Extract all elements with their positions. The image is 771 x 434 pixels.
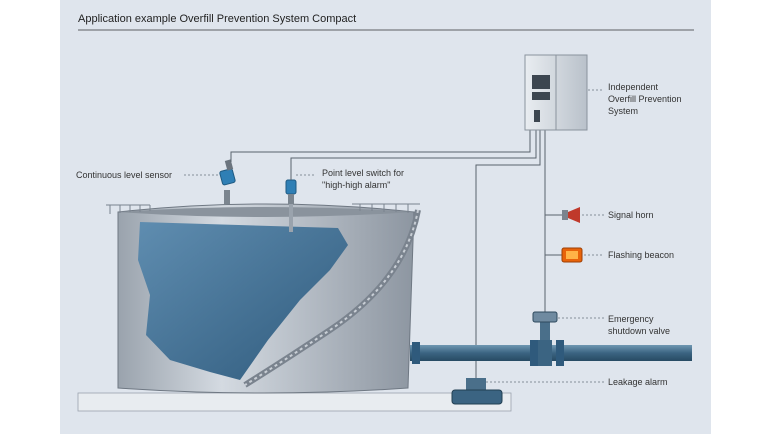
label-point-switch-line2: "high-high alarm"	[322, 180, 390, 190]
leakage-alarm-device	[451, 378, 503, 405]
label-continuous-level-sensor: Continuous level sensor	[76, 170, 172, 180]
signal-horn-icon	[562, 207, 580, 223]
overfill-prevention-cabinet	[524, 54, 588, 131]
label-leakage-alarm: Leakage alarm	[608, 377, 668, 387]
tank-roof	[118, 207, 414, 217]
label-esd-line1: Emergency	[608, 314, 654, 324]
label-ops-line3: System	[608, 106, 638, 116]
ground-slab	[77, 392, 512, 412]
label-point-switch-line1: Point level switch for	[322, 168, 404, 178]
label-ops-line2: Overfill Prevention	[608, 94, 682, 104]
roof-railing	[106, 203, 420, 214]
label-leaders	[184, 89, 604, 383]
label-ops-line1: Independent	[608, 82, 659, 92]
label-esd-line2: shutdown valve	[608, 326, 670, 336]
flashing-beacon-icon	[561, 247, 583, 263]
tank-liquid	[138, 222, 348, 380]
shutdown-valve-icon	[532, 311, 558, 366]
label-flashing-beacon: Flashing beacon	[608, 250, 674, 260]
point-level-switch	[285, 179, 297, 232]
continuous-level-sensor	[219, 159, 236, 204]
diagram-title: Application example Overfill Prevention …	[78, 13, 356, 25]
storage-tank	[106, 203, 421, 394]
label-signal-horn: Signal horn	[608, 210, 654, 220]
